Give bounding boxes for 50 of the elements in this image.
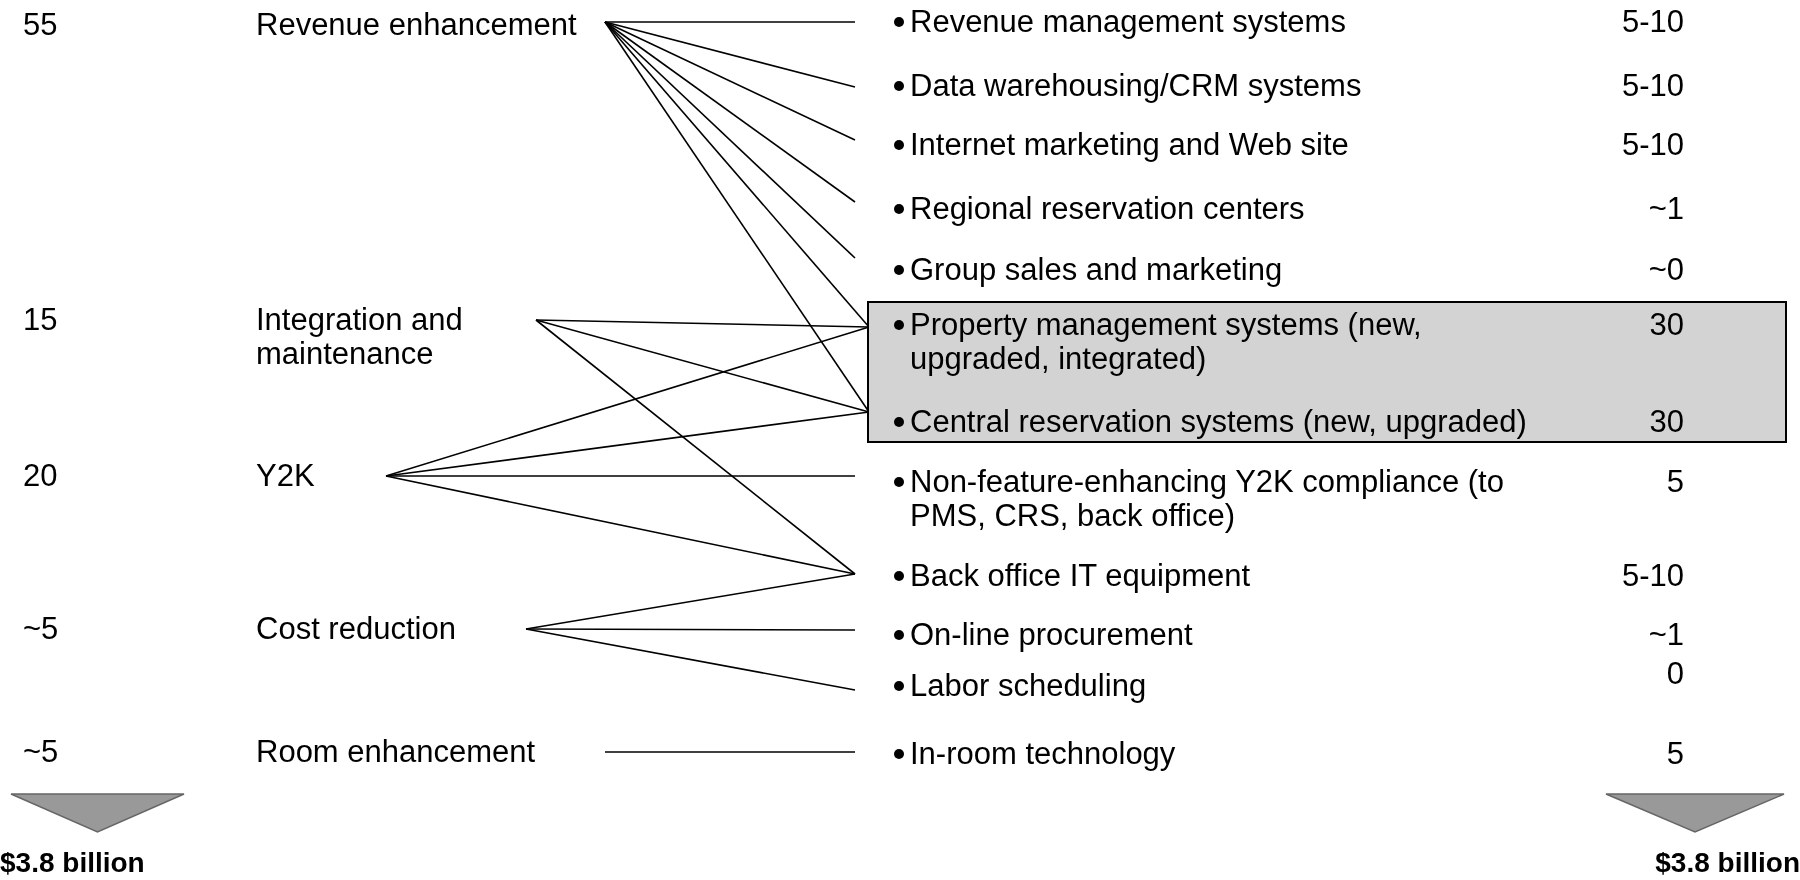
amount-label: 30 [1649,308,1684,342]
amount-label: 0 [1666,657,1684,691]
connector-line [525,628,856,691]
initiative-label: Regional reservation centers [910,192,1305,226]
category-label: Revenue enhancement [256,8,605,44]
category-label: Y2K [256,459,386,495]
connector-line [385,475,856,575]
connector-line [604,21,856,259]
amount-label: ~5 [23,612,59,646]
connector-line [385,326,870,477]
category-label: Room enhancement [256,735,605,771]
initiative-label: Revenue management systems [910,5,1346,39]
highlight-box [867,301,1787,443]
connector-line [604,21,856,23]
initiative-label: On-line procurement [910,618,1193,652]
amount-label: 5 [1666,737,1684,771]
connector-line [525,628,856,631]
initiative-label: Labor scheduling [910,669,1147,703]
total-label: $3.8 billion [1655,848,1800,878]
amount-label: 5 [1666,465,1684,499]
category-label: Cost reduction [256,612,526,648]
connector-line [385,475,856,477]
initiative-label: Central reservation systems (new, upgraded) [910,405,1528,439]
initiative-label: Data warehousing/CRM systems [910,69,1362,103]
amount-label: ~1 [1648,618,1684,652]
amount-label: 5-10 [1621,5,1684,39]
connector-line [535,319,856,575]
initiative-label: In-room technology [910,737,1176,771]
category-label: Integration and maintenance [256,303,536,375]
amount-label: 20 [23,459,58,493]
initiative-label: Group sales and marketing [910,253,1283,287]
connector-line [604,751,856,753]
initiative-label: Back office IT equipment [910,559,1251,593]
initiative-label: Internet marketing and Web site [910,128,1349,162]
amount-label: ~0 [1648,253,1684,287]
amount-label: 55 [23,8,58,42]
connector-line [604,21,856,141]
amount-label: ~1 [1648,192,1684,226]
amount-label: 5-10 [1621,559,1684,593]
connector-line [535,319,870,413]
amount-label: 15 [23,303,58,337]
amount-label: ~5 [23,735,59,769]
total-label: $3.8 billion [0,848,145,878]
initiative-label: Non-feature-enhancing Y2K compliance (to PMS, CRS, back office) [910,465,1505,533]
connector-line [604,21,870,413]
amount-label: 30 [1649,405,1684,439]
amount-label: 5-10 [1621,128,1684,162]
connector-line [535,319,870,328]
initiative-label: Property management systems (new, upgraded, integrated) [910,308,1423,376]
amount-label: 5-10 [1621,69,1684,103]
